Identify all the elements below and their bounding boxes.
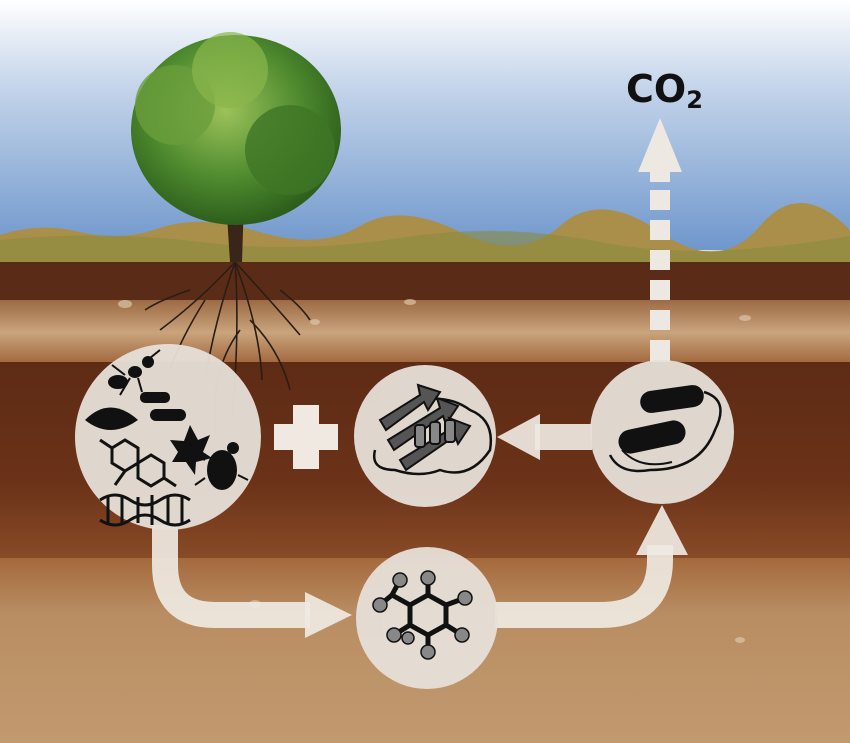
molecule-icon xyxy=(372,570,473,660)
leaf-icon xyxy=(85,407,138,430)
ant-icon xyxy=(108,349,161,396)
molecule-circle xyxy=(356,547,498,689)
arrow-head-up xyxy=(636,505,688,555)
co2-release-arrow xyxy=(638,118,682,362)
dna-icon xyxy=(99,493,191,527)
fragment-icon xyxy=(140,392,170,403)
flow-arrows xyxy=(152,424,673,628)
beetle-icon xyxy=(194,442,249,490)
sky xyxy=(0,0,850,250)
bacteria-icon xyxy=(608,385,722,473)
arrow-head-left xyxy=(497,414,540,460)
aromatic-molecule-icon xyxy=(99,438,177,488)
maple-leaf-icon xyxy=(170,425,212,475)
arrow-head-right xyxy=(305,592,352,638)
tree-icon xyxy=(131,32,341,431)
protein-icon xyxy=(372,383,493,476)
topsoil-layer xyxy=(0,262,850,302)
plus-icon xyxy=(274,405,338,469)
co2-label: CO2 xyxy=(626,67,703,114)
